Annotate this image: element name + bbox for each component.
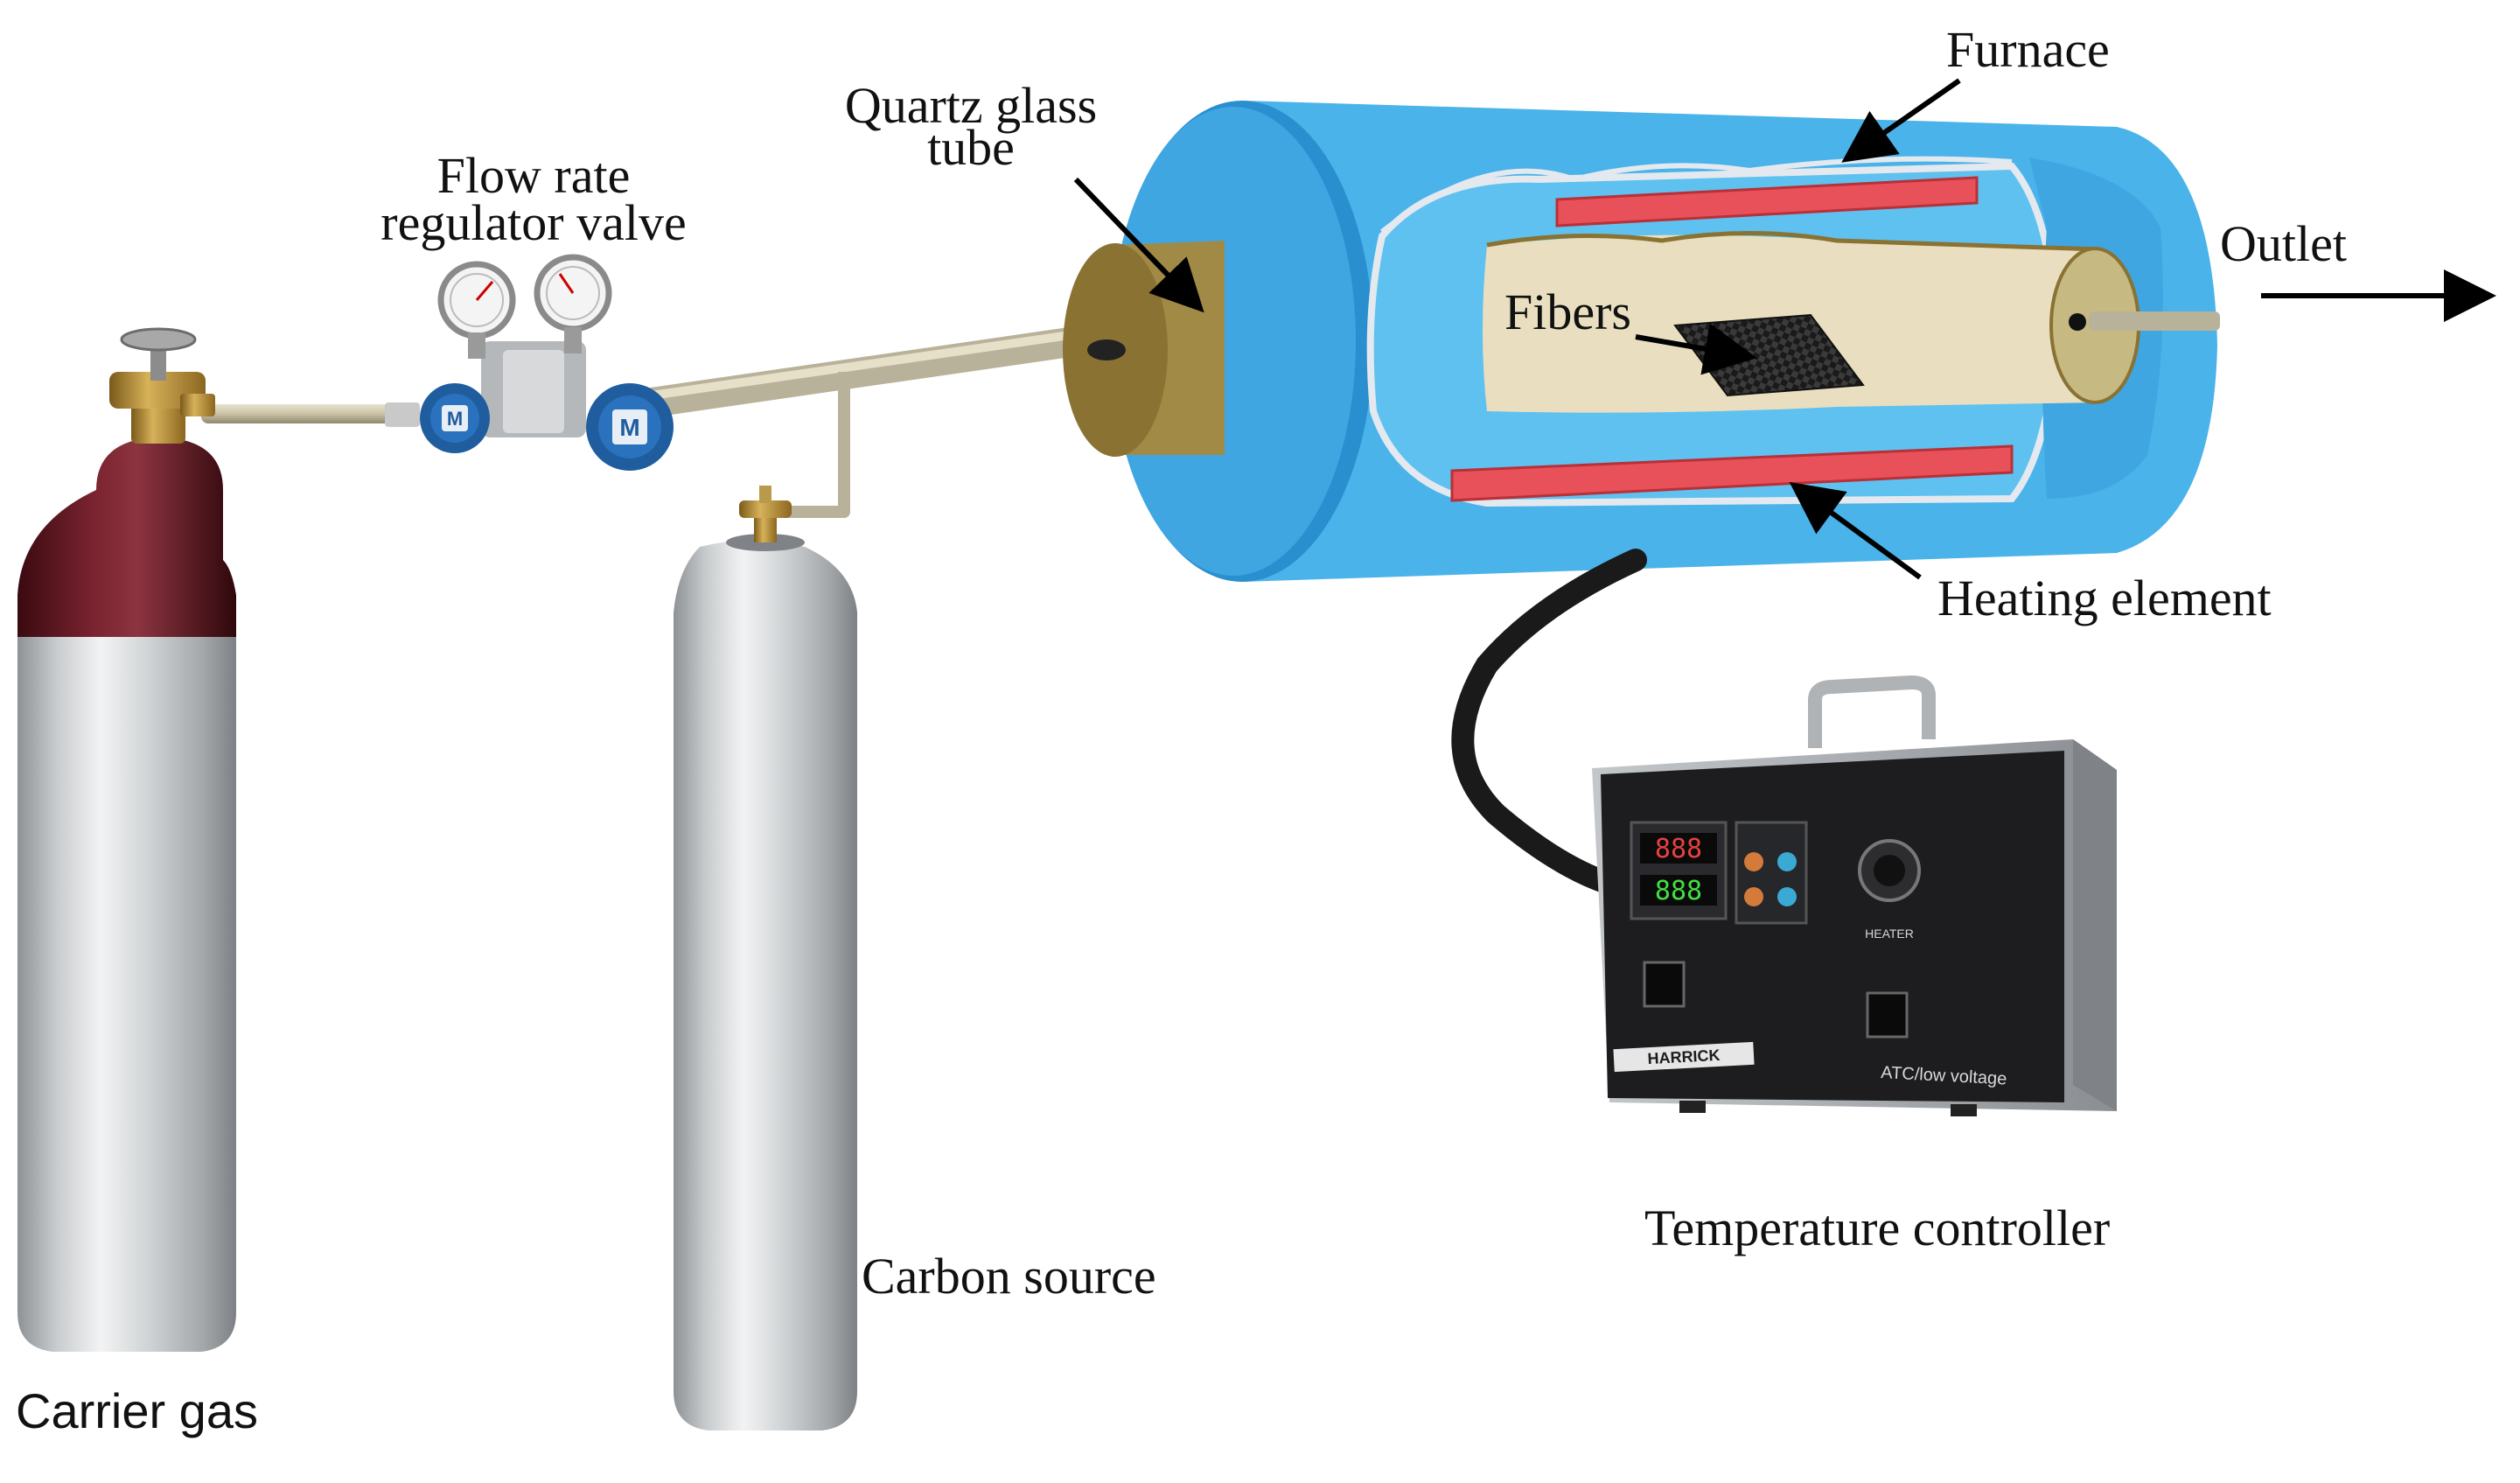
heating-element-top [1555,176,1979,227]
svg-text:888: 888 [1655,876,1702,906]
label-carbon-source: Carbon source [862,1248,1156,1305]
valve-knob-left: M [420,383,490,453]
label-quartz-glass-tube: Quartz glass tube [813,80,1128,173]
label-fibers: Fibers [1504,283,1631,340]
arrow-quartz-tube [1073,177,1204,313]
svg-text:M: M [619,414,639,441]
pointer-arrows [1073,78,2496,580]
temperature-controller-unit: 888 888 HARRICK ATC/low voltage HEATER [1592,675,2117,1116]
label-temperature-controller: Temperature controller [1644,1200,2111,1256]
label-furnace: Furnace [1946,21,2110,78]
label-carrier-gas: Carrier gas [16,1383,258,1438]
label-quartz-line2: tube [927,119,1015,176]
arrow-fibers [1635,323,1757,375]
label-heating-element: Heating element [1937,570,2272,626]
controller-heater-label: HEATER [1865,927,1914,941]
label-quartz-line1: Quartz glass [844,77,1098,134]
valve-knob-right: M [586,383,674,471]
flow-rate-regulator: M M [385,254,674,471]
controller-brand: HARRICK [1647,1046,1721,1067]
carbon-source-cylinder [674,486,857,1431]
arrow-furnace [1841,78,1961,163]
svg-text:888: 888 [1655,834,1702,864]
arrow-heating-element [1789,481,1922,580]
carrier-gas-cylinder [17,327,236,1352]
svg-text:M: M [447,408,463,430]
gas-line [201,326,1091,518]
power-cable [1451,549,1647,895]
label-outlet: Outlet [2220,215,2347,272]
label-flow-rate-regulator: Flow rate regulator valve [324,150,743,248]
heating-element-bottom [1450,444,2014,502]
label-flow-line1: Flow rate [436,147,631,204]
label-flow-line2: regulator valve [380,194,687,251]
tube-furnace [1063,101,2220,582]
